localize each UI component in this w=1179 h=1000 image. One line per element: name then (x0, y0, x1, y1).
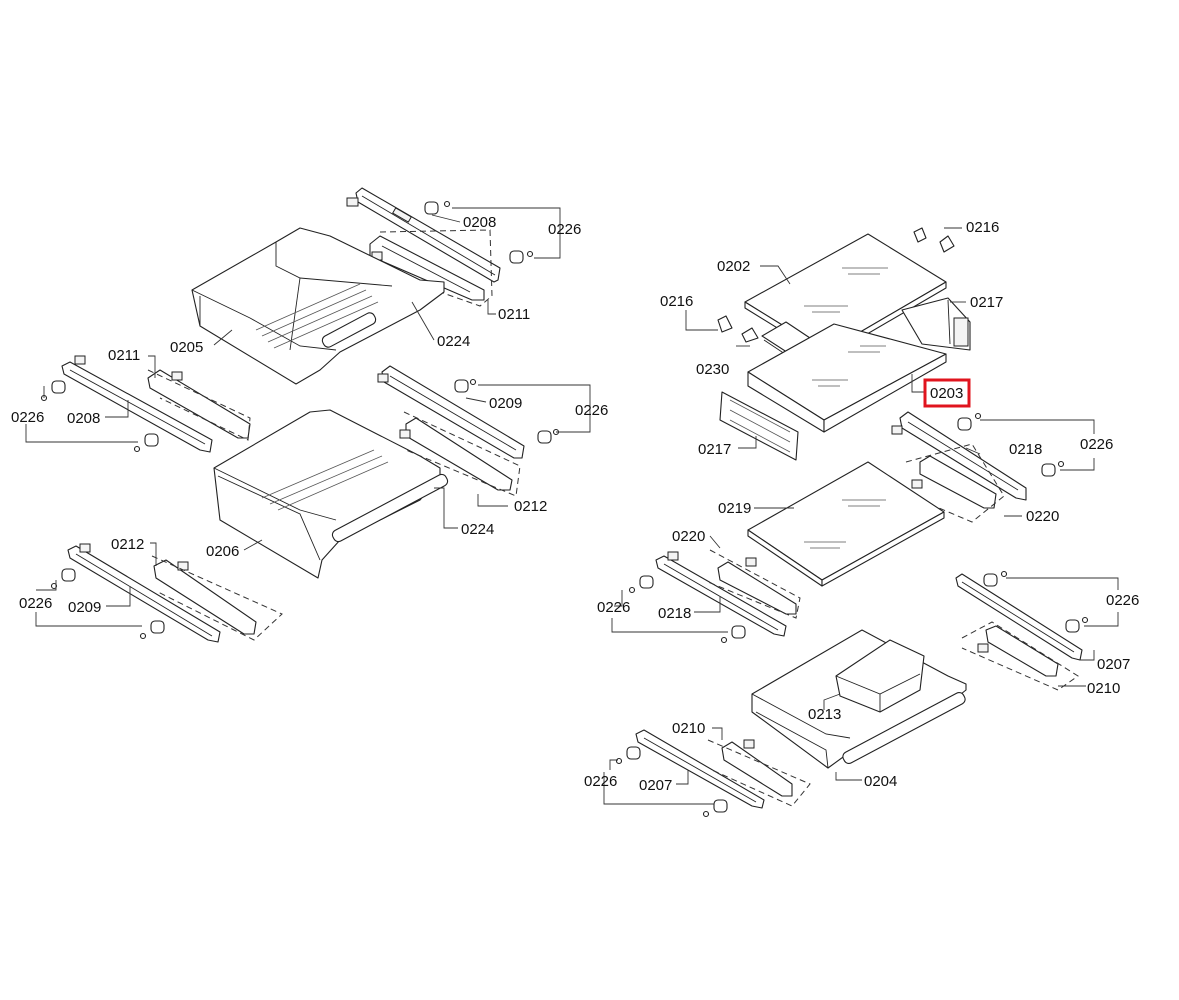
label-0211-middle: 0211 (108, 347, 140, 364)
label-0219: 0219 (718, 500, 751, 517)
label-0216-left: 0216 (660, 293, 693, 310)
drawer-0206 (213, 409, 449, 579)
rail-middle-right-left-assembly (377, 365, 560, 497)
label-0226-right-upper: 0226 (1080, 436, 1113, 453)
label-0207-right: 0207 (1097, 656, 1130, 673)
label-0212-lower: 0212 (111, 536, 144, 553)
glass-shelf-0219 (747, 461, 945, 587)
label-0209-lower: 0209 (68, 599, 101, 616)
label-0217-panel: 0217 (698, 441, 731, 458)
label-0216-top: 0216 (966, 219, 999, 236)
leaders-left (25, 207, 591, 627)
highlight-box-0203 (923, 378, 971, 408)
label-0218-lower: 0218 (658, 605, 691, 622)
rail-lower-left (50, 543, 283, 643)
label-0230: 0230 (696, 361, 729, 378)
label-0208-upper: 0208 (463, 214, 496, 231)
callout-labels: 0208 0226 0211 0205 0224 0211 0226 0208 … (11, 214, 1139, 794)
label-0224-middle: 0224 (461, 521, 494, 538)
label-0226-middle-right: 0226 (575, 402, 608, 419)
label-0202: 0202 (717, 258, 750, 275)
label-0226-right-middle: 0226 (597, 599, 630, 616)
label-0208-middle: 0208 (67, 410, 100, 427)
label-0226-lower-left: 0226 (19, 595, 52, 612)
label-0207-bottom: 0207 (639, 777, 672, 794)
rail-middle-left (40, 355, 251, 453)
label-0218-upper: 0218 (1009, 441, 1042, 458)
label-0226-bottom: 0226 (584, 773, 617, 790)
label-0210-right: 0210 (1087, 680, 1120, 697)
drawer-0204 (751, 629, 967, 769)
label-0220-right: 0220 (1026, 508, 1059, 525)
label-0220-left: 0220 (672, 528, 705, 545)
label-0226-right-lower: 0226 (1106, 592, 1139, 609)
label-0205: 0205 (170, 339, 203, 356)
label-0226-middle-left: 0226 (11, 409, 44, 426)
label-0211-upper: 0211 (498, 306, 530, 323)
clip-0216-top (913, 227, 955, 253)
bracket-0217-right (901, 297, 971, 351)
clip-0216-left (717, 315, 759, 343)
label-0213: 0213 (808, 706, 841, 723)
label-0204: 0204 (864, 773, 897, 790)
label-0203: 0203 (930, 385, 963, 402)
label-0206: 0206 (206, 543, 239, 560)
divider-rail-upper-left (369, 229, 493, 307)
glass-shelf-0203 (747, 323, 947, 433)
drawer-0205 (191, 227, 445, 385)
rail-lower-right (955, 570, 1089, 691)
label-0226-upper: 0226 (548, 221, 581, 238)
rail-middle-right (628, 549, 801, 644)
label-0217-right: 0217 (970, 294, 1003, 311)
label-0212-middle: 0212 (514, 498, 547, 515)
rail-bottom-right (615, 729, 811, 818)
label-0224-upper: 0224 (437, 333, 470, 350)
label-0209-upper: 0209 (489, 395, 522, 412)
label-0210-bottom: 0210 (672, 720, 705, 737)
control-panel-0217 (719, 391, 799, 461)
rail-upper-right (891, 411, 1065, 523)
rail-upper-left (346, 187, 534, 283)
leaders-right (603, 227, 1119, 805)
